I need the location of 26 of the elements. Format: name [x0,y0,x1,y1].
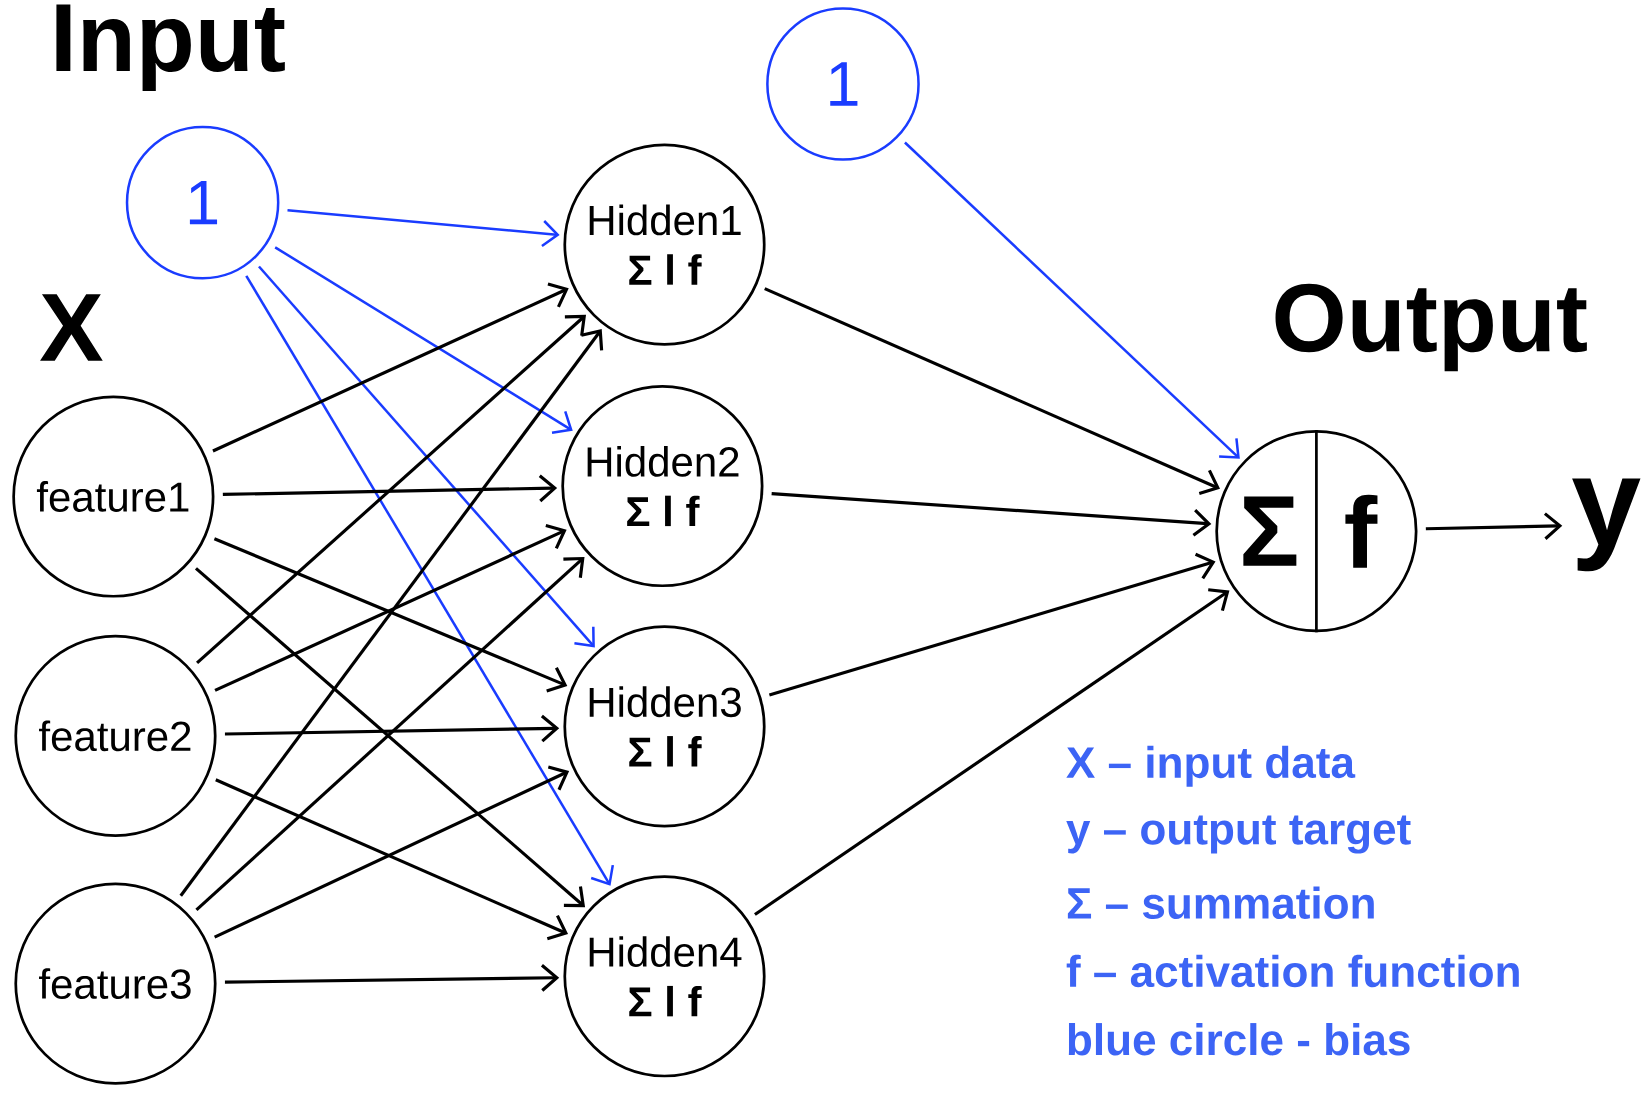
output-neuron: Σ f [1215,430,1418,633]
arrow [764,287,1220,496]
heading: X [40,294,103,361]
arrow [196,314,587,665]
heading: Input [56,4,285,92]
arrow [287,209,560,248]
arrow [1425,512,1563,541]
arrow [768,552,1216,697]
heading: Output [1275,283,1587,372]
arrow [904,141,1240,459]
arrow [245,275,615,886]
arrow [224,964,560,992]
arrow [258,265,595,648]
legend-text: X – input data [1066,745,1356,787]
arrow [224,714,560,743]
arrow [754,588,1230,916]
legend-text: blue circle - bias [1068,1023,1410,1056]
arrow [179,329,604,897]
arrow [222,474,558,503]
arrow [274,246,573,435]
arrow [771,492,1212,537]
legend-text: y – output target [1066,815,1411,854]
output-label: y [1572,478,1641,572]
legend-text: f – activation function [1066,954,1519,988]
legend-text: Σ – summation [1067,886,1374,920]
arrow [212,282,569,453]
